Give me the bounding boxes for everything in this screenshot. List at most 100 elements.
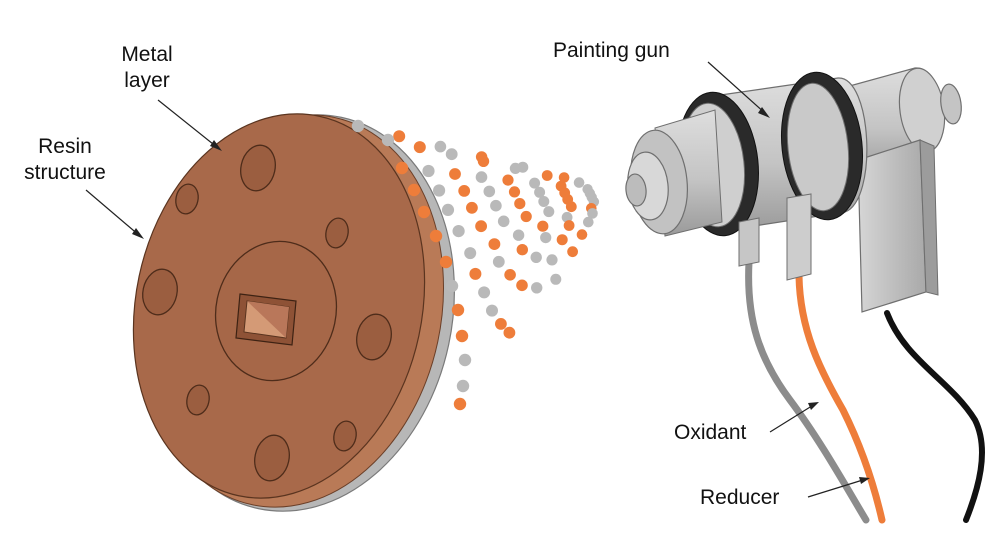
reducer-particle bbox=[439, 255, 453, 269]
gun-grip bbox=[857, 139, 927, 313]
reducer-particle bbox=[556, 234, 568, 246]
oxidant-particle bbox=[550, 273, 562, 285]
oxidant-particle bbox=[434, 140, 447, 153]
reducer-particle bbox=[502, 174, 514, 186]
oxidant-particle bbox=[458, 353, 472, 367]
oxidant-particle bbox=[492, 255, 505, 268]
reducer-particle bbox=[451, 303, 465, 317]
hoses bbox=[745, 258, 985, 524]
oxidant-particle bbox=[456, 379, 470, 393]
oxidant-label: Oxidant bbox=[674, 421, 747, 444]
bolt-hole bbox=[333, 420, 357, 452]
reducer-particle bbox=[475, 220, 487, 233]
reducer-particle bbox=[504, 269, 516, 281]
reducer-particle bbox=[563, 220, 575, 231]
gun-rear-knob bbox=[940, 83, 962, 125]
oxidant-particle bbox=[445, 148, 458, 161]
reducer-hose bbox=[795, 272, 886, 524]
waveguide-shadow bbox=[247, 301, 289, 338]
leader-lines bbox=[85, 61, 867, 498]
reducer-arrowhead bbox=[859, 477, 870, 484]
oxidant-particle bbox=[486, 304, 498, 317]
reducer-fitting bbox=[786, 193, 812, 281]
bolt-holes bbox=[142, 144, 392, 482]
bolt-hole bbox=[186, 384, 210, 416]
reducer-particle bbox=[455, 329, 469, 343]
bolt-hole bbox=[325, 217, 349, 249]
resin-structure-label-line1: Resin bbox=[38, 135, 92, 158]
resin-structure-label-line2: structure bbox=[24, 161, 106, 184]
gun-ring-rear-inner bbox=[786, 82, 850, 212]
oxidant-particle bbox=[441, 203, 455, 216]
power-cable bbox=[884, 310, 985, 523]
gun-nozzle-inner bbox=[625, 173, 647, 207]
bolt-hole bbox=[356, 313, 392, 361]
oxidant-particle bbox=[531, 282, 543, 294]
resin-structure-arrowhead bbox=[132, 228, 144, 239]
bolt-hole bbox=[142, 268, 178, 316]
reducer-particle bbox=[395, 161, 409, 175]
oxidant-particle bbox=[351, 119, 365, 133]
oxidant-particle bbox=[478, 286, 491, 299]
painting-gun bbox=[625, 67, 962, 313]
reducer-particle bbox=[558, 172, 570, 183]
reducer-particle bbox=[516, 279, 528, 292]
oxidant-particle bbox=[573, 177, 585, 188]
bolt-hole bbox=[175, 183, 199, 215]
oxidant-particle bbox=[543, 206, 555, 218]
metal-layer-label-line1: Metal bbox=[121, 43, 173, 66]
flange bbox=[132, 113, 455, 512]
reducer-particle bbox=[477, 155, 490, 167]
reducer-particle bbox=[541, 170, 553, 181]
oxidant-particle bbox=[497, 215, 510, 228]
metal-layer-arrowhead bbox=[210, 140, 222, 151]
reducer-particle bbox=[495, 318, 507, 330]
oxidant-particle bbox=[490, 199, 502, 212]
metal-layer-label: Metal layer bbox=[102, 42, 192, 94]
reducer-particle bbox=[576, 229, 588, 240]
metal-layer-label-line2: layer bbox=[124, 69, 170, 92]
oxidant-fitting bbox=[738, 217, 760, 267]
oxidant-particle bbox=[512, 229, 525, 241]
oxidant-particle bbox=[529, 177, 541, 189]
oxidant-hose bbox=[745, 258, 870, 524]
oxidant-particle bbox=[381, 133, 395, 147]
reducer-particle bbox=[413, 141, 426, 154]
reducer-particle bbox=[407, 183, 421, 197]
painting-gun-leader bbox=[707, 61, 767, 115]
resin-structure-label: Resin structure bbox=[10, 134, 120, 186]
reducer-particle bbox=[565, 201, 577, 213]
oxidant-particle bbox=[530, 251, 542, 263]
leader-arrowheads bbox=[132, 107, 870, 484]
metal-layer-leader bbox=[157, 99, 219, 149]
oxidant-particle bbox=[538, 196, 550, 207]
oxidant-particle bbox=[534, 186, 546, 198]
oxidant-leader bbox=[769, 403, 816, 433]
gun-grip-side bbox=[919, 139, 939, 296]
oxidant-particle bbox=[452, 225, 465, 238]
oxidant-particle bbox=[445, 279, 459, 293]
reducer-particle bbox=[429, 229, 443, 243]
reducer-particle bbox=[469, 267, 482, 280]
reducer-label: Reducer bbox=[700, 486, 780, 509]
reducer-particle bbox=[466, 201, 478, 214]
oxidant-particle bbox=[464, 247, 477, 260]
oxidant-particle bbox=[433, 184, 446, 197]
oxidant-particle bbox=[483, 185, 496, 198]
oxidant-arrowhead bbox=[808, 402, 819, 410]
resin-structure-leader bbox=[85, 189, 141, 237]
bolt-hole bbox=[254, 434, 290, 482]
reducer-leader bbox=[807, 478, 867, 498]
reducer-particle bbox=[488, 238, 501, 251]
oxidant-particle bbox=[422, 164, 435, 178]
reducer-particle bbox=[508, 186, 521, 198]
reducer-particle bbox=[449, 168, 461, 180]
oxidant-particle bbox=[583, 216, 594, 228]
reducer-particle bbox=[514, 198, 526, 210]
reducer-particle bbox=[393, 130, 406, 143]
reducer-particle bbox=[417, 205, 431, 219]
painting-gun-label: Painting gun bbox=[553, 39, 670, 62]
spray-particles bbox=[351, 119, 600, 411]
